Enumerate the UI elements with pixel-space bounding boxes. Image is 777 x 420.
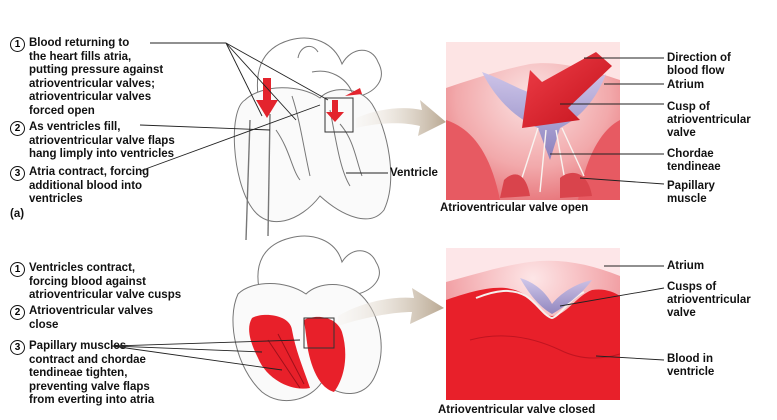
panel-b-step-2: 2 Atrioventricular valves close: [10, 305, 153, 332]
step-number: 3: [10, 340, 25, 355]
valve-open-detail: [446, 42, 620, 200]
step-number: 2: [10, 305, 25, 320]
step-text: Ventricles contract, forcing blood again…: [29, 262, 182, 302]
step-text: As ventricles fill, atrioventricular val…: [29, 121, 175, 161]
atrium-label-b: Atrium: [667, 260, 705, 272]
panel-b-step-3: 3 Papillary muscles contract and chordae…: [10, 340, 154, 408]
atrium-label-a: Atrium: [667, 79, 705, 91]
step-number: 3: [10, 166, 25, 181]
panel-a-step-1: 1 Blood returning to the heart fills atr…: [10, 37, 163, 119]
panel-b-callout-lines: [559, 265, 665, 361]
step-text: Blood returning to the heart fills atria…: [29, 37, 164, 117]
panel-a-label: (a): [10, 208, 25, 220]
chordae-tendineae-label: Chordae tendineae: [667, 148, 721, 174]
panel-a-step-2: 2 As ventricles fill, atrioventricular v…: [10, 121, 175, 162]
cusps-label: Cusps of atrioventricular valve: [667, 281, 751, 320]
ventricle-label: Ventricle: [390, 167, 438, 179]
step-number: 2: [10, 121, 25, 136]
valve-closed-detail: [446, 248, 621, 400]
panel-a-leader-lines: [139, 42, 329, 172]
step-text: Atria contract, forcing additional blood…: [29, 166, 150, 206]
caption-valve-closed: Atrioventricular valve closed: [438, 404, 596, 416]
blood-in-ventricle-label: Blood in ventricle: [667, 353, 715, 379]
panel-a-step-3: 3 Atria contract, forcing additional blo…: [10, 166, 149, 207]
panel-b-step-1: 1 Ventricles contract, forcing blood aga…: [10, 262, 181, 303]
step-number: 1: [10, 37, 25, 52]
magnify-arrow-a: [356, 100, 446, 136]
step-text: Papillary muscles contract and chordae t…: [29, 340, 155, 407]
panel-b-leader-lines: [111, 339, 301, 371]
direction-of-blood-flow-label: Direction of blood flow: [667, 52, 731, 78]
heart-a-flow-arrows: [256, 78, 362, 122]
heart-a-illustration: [233, 37, 392, 241]
magnify-arrow-b: [338, 288, 444, 326]
cusp-label: Cusp of atrioventricular valve: [667, 101, 751, 140]
step-text: Atrioventricular valves close: [29, 305, 154, 331]
caption-valve-open: Atrioventricular valve open: [440, 202, 589, 214]
step-number: 1: [10, 262, 25, 277]
panel-a-callout-lines: [550, 57, 665, 185]
papillary-muscle-label: Papillary muscle: [667, 180, 715, 206]
